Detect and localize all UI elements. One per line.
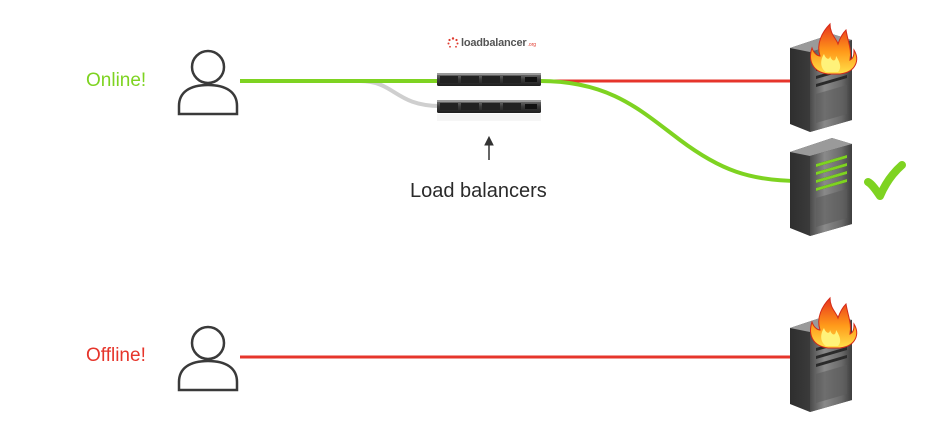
active-link-server — [539, 79, 801, 183]
logo-dots-icon — [447, 37, 459, 48]
fire-icon — [810, 22, 858, 75]
fire-icon — [810, 296, 858, 349]
loadbalancer-logo: loadbalancer .org — [447, 34, 536, 52]
user-icon-offline — [177, 325, 239, 392]
load-balancer-primary — [437, 73, 541, 86]
status-label-offline: Offline! — [86, 345, 146, 366]
brand-tld: .org — [527, 42, 537, 48]
server-tower-healthy — [790, 138, 852, 236]
arrow-up-icon — [484, 135, 494, 160]
load-balancer-secondary — [437, 100, 541, 113]
status-label-online: Online! — [86, 70, 147, 91]
load-balancers-caption: Load balancers — [410, 180, 547, 202]
brand-name: loadbalancer — [461, 37, 527, 49]
check-icon — [864, 161, 906, 200]
user-icon-online — [177, 49, 239, 116]
standby-link — [240, 78, 441, 108]
